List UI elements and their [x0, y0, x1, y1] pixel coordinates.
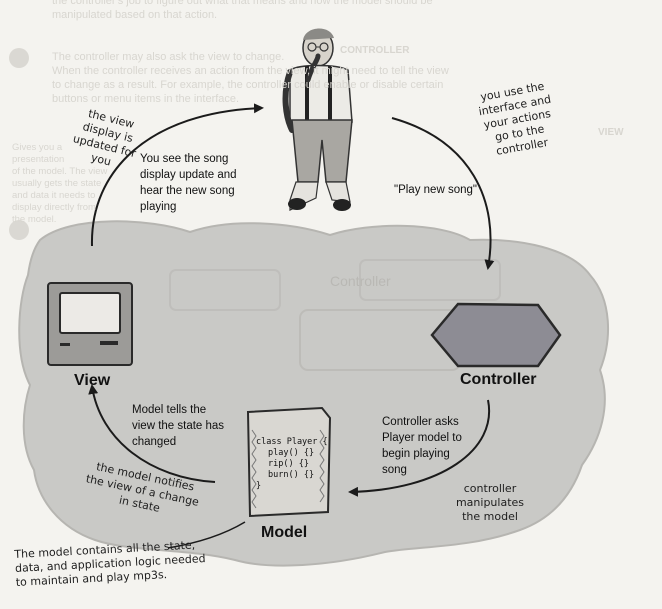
- bg-line: usually gets the state: [12, 178, 102, 189]
- background-view-head: VIEW: [598, 127, 624, 138]
- bg-line: When the controller receives an action f…: [52, 65, 449, 77]
- person-figure: [282, 28, 353, 211]
- bg-line: to change as a result. For example, the …: [52, 79, 444, 91]
- bg-line: Gives you a presentation: [12, 142, 65, 165]
- view-label: View: [74, 372, 111, 389]
- bg-line: manipulated based on that action.: [52, 9, 218, 21]
- computer-screen-icon: [47, 282, 133, 366]
- caption-line: begin playing: [382, 448, 450, 460]
- caption-line: playing: [140, 201, 177, 213]
- arrow-model-to-view: [88, 384, 216, 483]
- caption-song-display: You see the song display update and hear…: [140, 151, 270, 215]
- arrow-top-to-controller: [391, 117, 495, 270]
- bg-line: The controller may also ask the view to …: [52, 51, 285, 63]
- arrow-controller-to-model: [348, 399, 491, 497]
- caption-line: You see the song: [140, 153, 229, 165]
- bg-line: buttons or menu items in the interface.: [52, 93, 240, 105]
- bg-line: and data it needs to: [12, 190, 96, 201]
- controller-label: Controller: [460, 371, 537, 388]
- background-top-text: the controller's job to figure out what …: [52, 0, 652, 22]
- caption-line: hear the new song: [140, 185, 235, 197]
- background-view-text: Gives you a presentation of the model. T…: [12, 142, 112, 226]
- caption-controller-asks: Controller asks Player model to begin pl…: [382, 414, 482, 478]
- background-ghost-word: Controller: [330, 273, 391, 289]
- note-line: controller: [463, 482, 517, 495]
- code-line: }: [256, 481, 262, 491]
- note-controller-manipulates: controller manipulates the model: [445, 482, 535, 524]
- caption-line: Player model to: [382, 432, 462, 444]
- hexagon-controller-icon: [430, 302, 562, 368]
- model-label: Model: [261, 524, 308, 541]
- bg-line: display directly from: [12, 202, 96, 213]
- arrow-view-to-top: [90, 103, 264, 247]
- note-line: manipulates: [455, 496, 525, 509]
- caption-line: Controller asks: [382, 416, 459, 428]
- bg-line: the model.: [12, 214, 57, 225]
- caption-play-new-song: "Play new song": [394, 184, 477, 196]
- background-section-head: CONTROLLER: [340, 45, 410, 56]
- caption-line: song: [382, 464, 407, 476]
- bg-line: of the model. The view: [12, 166, 108, 177]
- caption-line: changed: [132, 436, 177, 448]
- pointer-line-model-note: [167, 521, 246, 549]
- code-line: burn() {}: [268, 470, 315, 480]
- model-code: class Player { play() {} rip() {} burn()…: [256, 437, 328, 492]
- caption-line: view the state has: [132, 420, 225, 432]
- note-line: the model: [462, 510, 518, 523]
- caption-line: Model tells the: [132, 404, 207, 416]
- code-line: play() {}: [268, 448, 315, 458]
- background-paragraph: The controller may also ask the view to …: [52, 50, 652, 106]
- code-document-icon: [246, 406, 332, 518]
- code-line: class Player {: [256, 437, 328, 447]
- caption-line: display update and: [140, 169, 237, 181]
- bg-line: the controller's job to figure out what …: [52, 0, 433, 7]
- code-line: rip() {}: [268, 459, 309, 469]
- caption-model-tells-view: Model tells the view the state has chang…: [132, 402, 247, 450]
